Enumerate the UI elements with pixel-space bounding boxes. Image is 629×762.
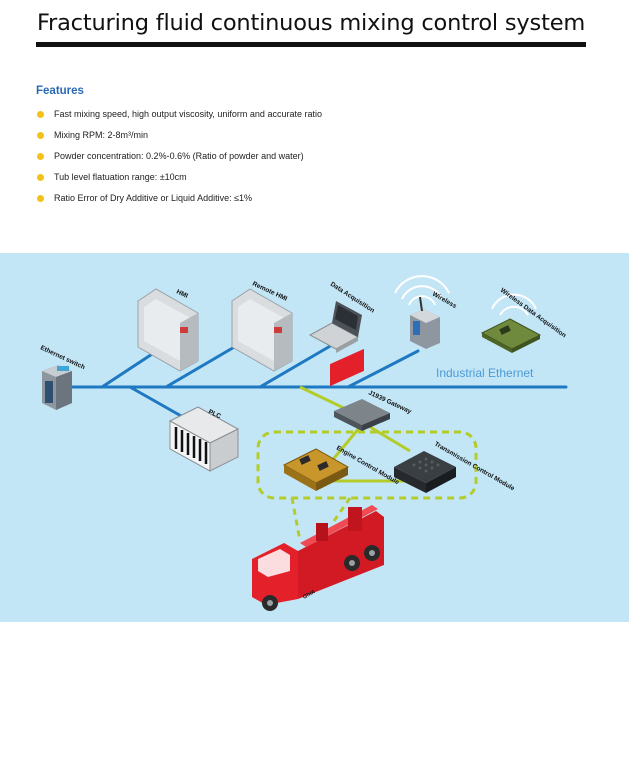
hmi-icon bbox=[137, 288, 199, 372]
network-label: Industrial Ethernet bbox=[436, 366, 534, 380]
gateway-icon bbox=[334, 399, 390, 431]
plc-icon bbox=[168, 406, 240, 472]
truck-link-right bbox=[332, 497, 352, 522]
laptop-icon bbox=[308, 301, 362, 353]
ethernet-lines bbox=[66, 337, 568, 423]
remote-hmi-icon bbox=[231, 288, 293, 372]
bullet-icon bbox=[37, 195, 44, 202]
list-item: Powder concentration: 0.2%-0.6% (Ratio o… bbox=[37, 146, 322, 167]
page-title: Fracturing fluid continuous mixing contr… bbox=[36, 10, 586, 36]
feature-text: Mixing RPM: 2-8m³/min bbox=[54, 130, 149, 140]
feature-text: Powder concentration: 0.2%-0.6% (Ratio o… bbox=[54, 151, 304, 161]
features-heading: Features bbox=[36, 85, 84, 97]
bullet-icon bbox=[37, 174, 44, 181]
truck-label: Ghot bbox=[302, 589, 316, 601]
features-list: Fast mixing speed, high output viscosity… bbox=[37, 104, 322, 209]
ethernet-switch-icon bbox=[42, 365, 72, 410]
control-module-group bbox=[256, 430, 478, 500]
feature-text: Tub level flatuation range: ±10cm bbox=[54, 172, 187, 182]
feature-text: Fast mixing speed, high output viscosity… bbox=[54, 109, 322, 119]
plc-label: PLC bbox=[207, 408, 222, 420]
hmi-label: HMI bbox=[175, 288, 189, 299]
bullet-icon bbox=[37, 153, 44, 160]
list-item: Mixing RPM: 2-8m³/min bbox=[37, 125, 322, 146]
bullet-icon bbox=[37, 111, 44, 118]
wireless-icon bbox=[394, 275, 450, 349]
truck-link-left bbox=[290, 497, 302, 542]
feature-text: Ratio Error of Dry Additive or Liquid Ad… bbox=[54, 193, 253, 203]
title-underline bbox=[36, 42, 586, 47]
list-item: Ratio Error of Dry Additive or Liquid Ad… bbox=[37, 188, 322, 209]
bullet-icon bbox=[37, 132, 44, 139]
transmission-control-module-icon bbox=[394, 451, 456, 493]
list-item: Fast mixing speed, high output viscosity… bbox=[37, 104, 322, 125]
engine-control-module-icon bbox=[282, 448, 350, 491]
truck-icon bbox=[252, 348, 384, 611]
list-item: Tub level flatuation range: ±10cm bbox=[37, 167, 322, 188]
wireless-data-acquisition-icon bbox=[480, 293, 542, 353]
network-diagram: Industrial Ethernet Ethernet switch HMI … bbox=[0, 253, 629, 622]
